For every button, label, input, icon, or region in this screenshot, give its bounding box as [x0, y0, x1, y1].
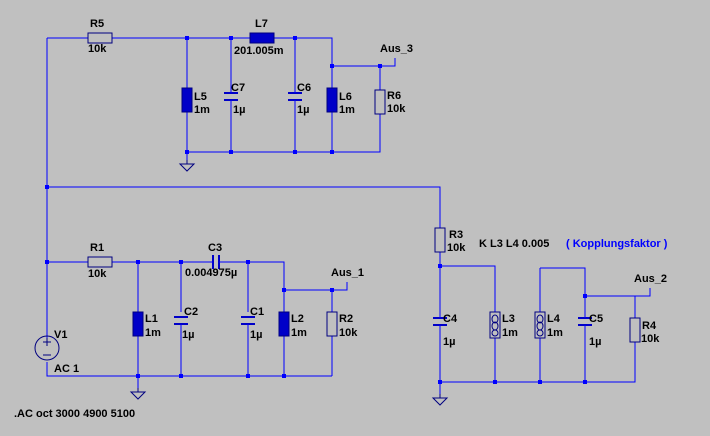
label-R3-value: 10k: [447, 242, 466, 254]
resistor-R3[interactable]: [434, 227, 446, 253]
resistor-R1[interactable]: [87, 256, 113, 268]
label-L7: L7: [255, 18, 268, 30]
label-C2-value: 1µ: [182, 329, 194, 341]
label-R6-value: 10k: [387, 103, 406, 115]
label-L4: L4: [547, 313, 561, 325]
label-L4-value: 1m: [547, 327, 563, 339]
resistor-R5[interactable]: [87, 32, 113, 44]
label-C7-value: 1µ: [233, 104, 245, 116]
net-label-aus2: Aus_2: [634, 273, 667, 285]
net-label-aus1: Aus_1: [331, 267, 364, 279]
label-L1: L1: [145, 313, 158, 325]
resistor-R2[interactable]: [326, 311, 338, 337]
label-C6: C6: [297, 82, 311, 94]
label-L5: L5: [194, 91, 207, 103]
net-label-aus3: Aus_3: [380, 43, 413, 55]
capacitor-C6[interactable]: [288, 88, 302, 106]
label-R1-value: 10k: [88, 268, 107, 280]
label-R3: R3: [449, 229, 463, 241]
label-C1-value: 1µ: [250, 329, 262, 341]
label-L5-value: 1m: [194, 104, 210, 116]
label-C3: C3: [208, 242, 222, 254]
inductor-L5[interactable]: [181, 87, 193, 113]
spice-directive: .AC oct 3000 4900 5100: [14, 408, 135, 420]
capacitor-C2[interactable]: [174, 316, 188, 330]
label-C5-value: 1µ: [589, 336, 601, 348]
inductor-L4[interactable]: [534, 311, 546, 339]
label-C4-value: 1µ: [443, 336, 455, 348]
label-L1-value: 1m: [145, 327, 161, 339]
inductor-L1[interactable]: [132, 311, 144, 337]
labels: R5 10k L7 201.005m Aus_3 L5 1m C7 1µ C6 …: [14, 18, 668, 420]
label-L2-value: 1m: [291, 327, 307, 339]
label-C1: C1: [250, 306, 264, 318]
ground-symbol-top: [178, 160, 196, 172]
inductor-L7[interactable]: [249, 32, 275, 44]
label-L7-value: 201.005m: [234, 45, 284, 57]
label-C7: C7: [231, 82, 245, 94]
label-R4: R4: [642, 320, 657, 332]
label-R5-value: 10k: [88, 43, 107, 55]
voltage-source-V1[interactable]: [34, 335, 60, 361]
label-R1: R1: [90, 242, 104, 254]
label-C4: C4: [443, 313, 458, 325]
label-C6-value: 1µ: [297, 104, 309, 116]
label-L6: L6: [339, 91, 352, 103]
capacitor-C3[interactable]: [209, 255, 223, 269]
label-C5: C5: [589, 313, 603, 325]
label-L3-value: 1m: [502, 327, 518, 339]
label-R6: R6: [387, 90, 401, 102]
label-R2: R2: [339, 313, 353, 325]
label-R5: R5: [90, 18, 104, 30]
ground-symbol-left: [129, 388, 147, 400]
capacitor-C7[interactable]: [224, 88, 238, 106]
inductor-L2[interactable]: [278, 311, 290, 337]
resistor-R4[interactable]: [629, 317, 641, 343]
label-R4-value: 10k: [641, 333, 660, 345]
label-V1-value: AC 1: [54, 363, 79, 375]
label-C3-value: 0.004975µ: [185, 267, 237, 279]
wires: [46, 37, 651, 394]
inductor-L6[interactable]: [326, 87, 338, 113]
label-C2: C2: [184, 306, 198, 318]
coupling-directive: K L3 L4 0.005: [479, 238, 549, 250]
resistor-R6[interactable]: [374, 89, 386, 115]
label-L2: L2: [291, 313, 304, 325]
coupling-note: ( Kopplungsfaktor ): [566, 238, 668, 250]
capacitor-C4[interactable]: [433, 312, 447, 330]
label-L6-value: 1m: [339, 104, 355, 116]
label-V1: V1: [54, 329, 67, 341]
ground-symbol-right: [431, 394, 449, 406]
label-R2-value: 10k: [339, 327, 358, 339]
inductor-L3[interactable]: [489, 311, 501, 339]
label-L3: L3: [502, 313, 515, 325]
capacitor-C1[interactable]: [241, 316, 255, 330]
junction-dots: [45, 36, 587, 384]
capacitor-C5[interactable]: [578, 312, 592, 330]
